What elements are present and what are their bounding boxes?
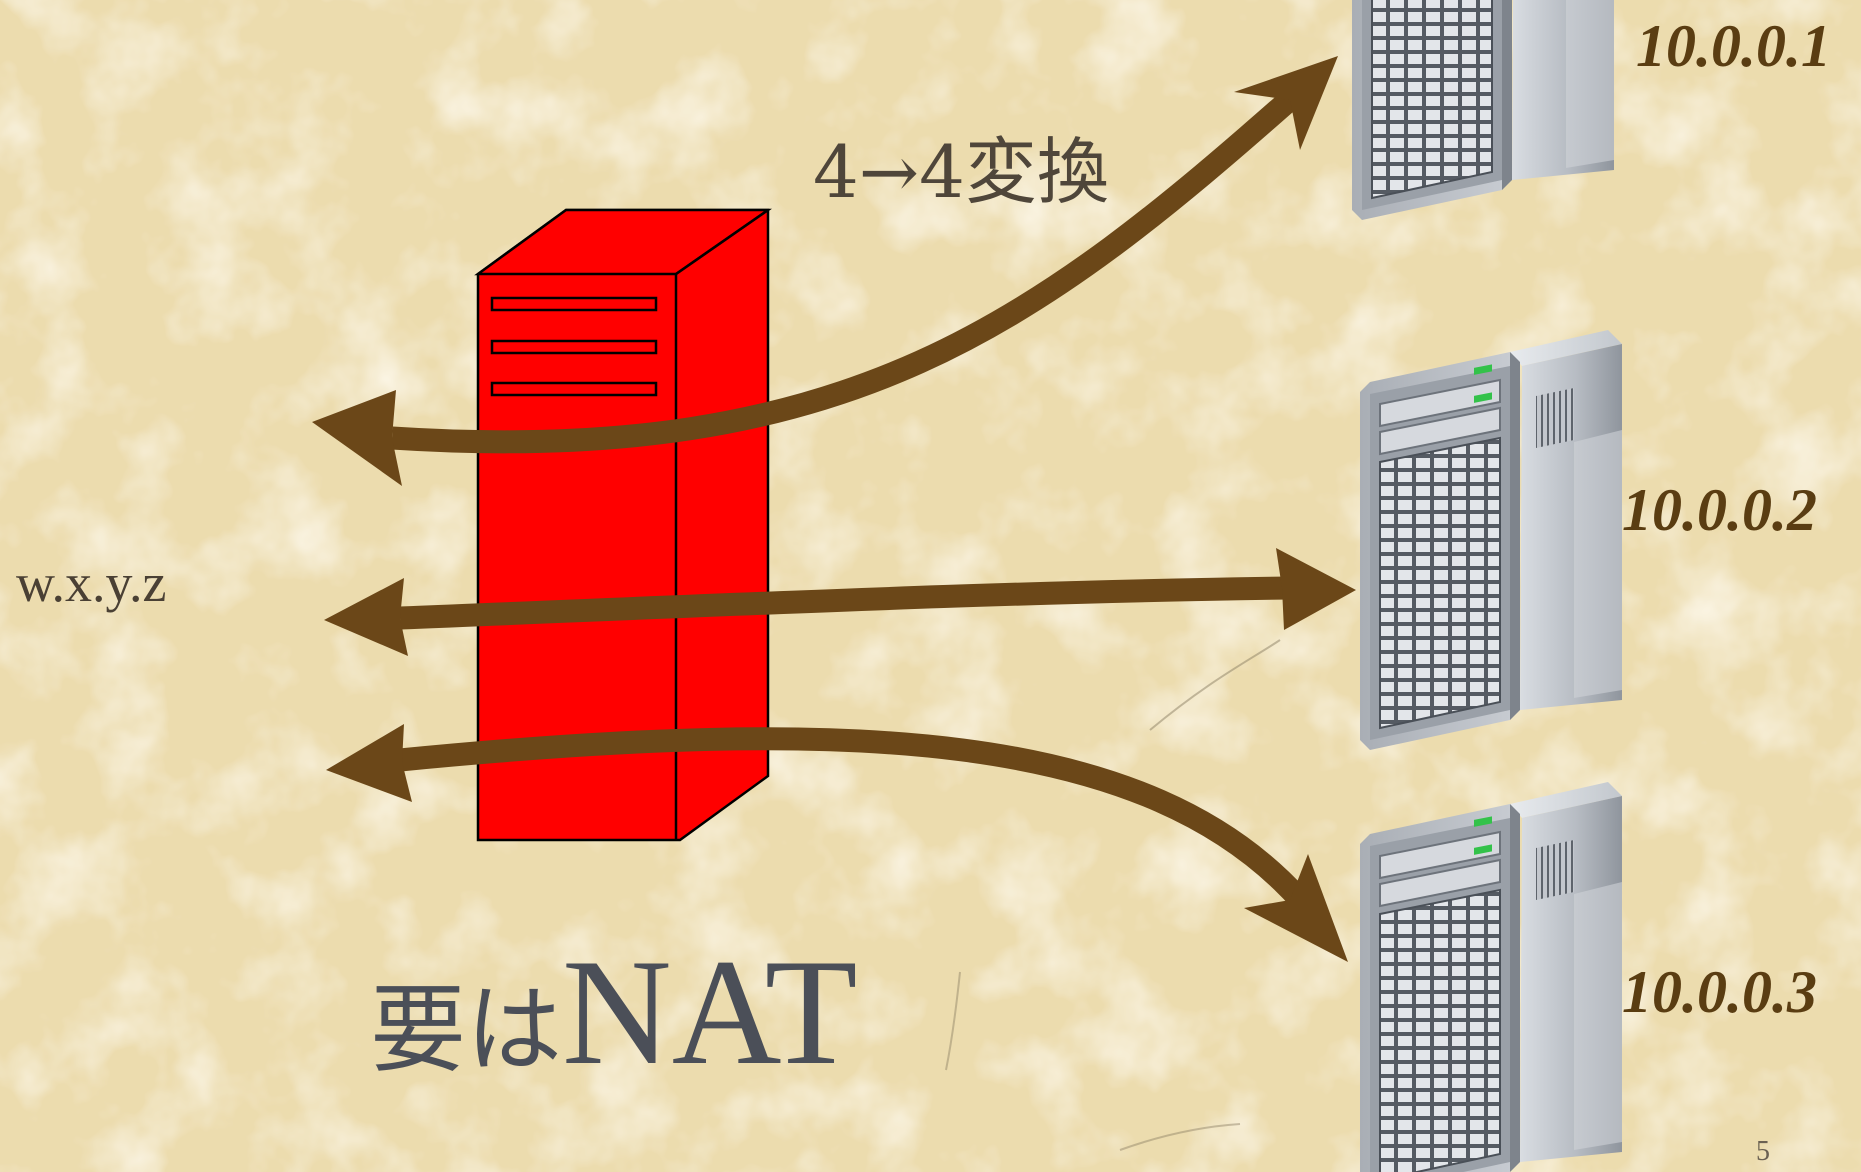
external-address-label: w.x.y.z — [16, 553, 167, 613]
caption-prefix: 要は — [370, 974, 562, 1086]
arrow-to-server-1 — [391, 85, 1304, 454]
paper-fiber — [1119, 1123, 1241, 1151]
server-tower-icon — [1359, 329, 1623, 751]
server-tower-icon — [1359, 781, 1623, 1172]
arrowhead-left-1 — [312, 390, 402, 486]
arrowhead-server-3 — [1244, 854, 1348, 962]
arrowhead-server-2 — [1276, 548, 1356, 630]
gateway-slot — [490, 296, 658, 312]
paper-fiber — [945, 971, 961, 1071]
arrow-to-server-3 — [398, 727, 1311, 910]
server-address-3: 10.0.0.3 — [1622, 959, 1817, 1025]
paper-fiber — [1149, 639, 1281, 731]
arrowhead-left-2 — [324, 578, 408, 656]
gateway-slot — [490, 381, 658, 397]
arrowhead-server-1 — [1234, 56, 1338, 150]
nat-caption: 要はNAT — [370, 936, 858, 1088]
nat-gateway-box — [474, 208, 772, 842]
gateway-slot — [490, 339, 658, 355]
caption-acronym: NAT — [562, 928, 858, 1096]
server-address-1: 10.0.0.1 — [1636, 13, 1831, 79]
translation-arrows — [391, 85, 1311, 910]
conversion-label: 4→4変換 — [813, 130, 1109, 214]
arrowhead-left-3 — [326, 724, 412, 802]
server-address-2: 10.0.0.2 — [1622, 477, 1817, 543]
arrowheads — [312, 56, 1356, 962]
arrow-to-server-2 — [399, 576, 1291, 630]
page-number: 5 — [1756, 1136, 1770, 1167]
